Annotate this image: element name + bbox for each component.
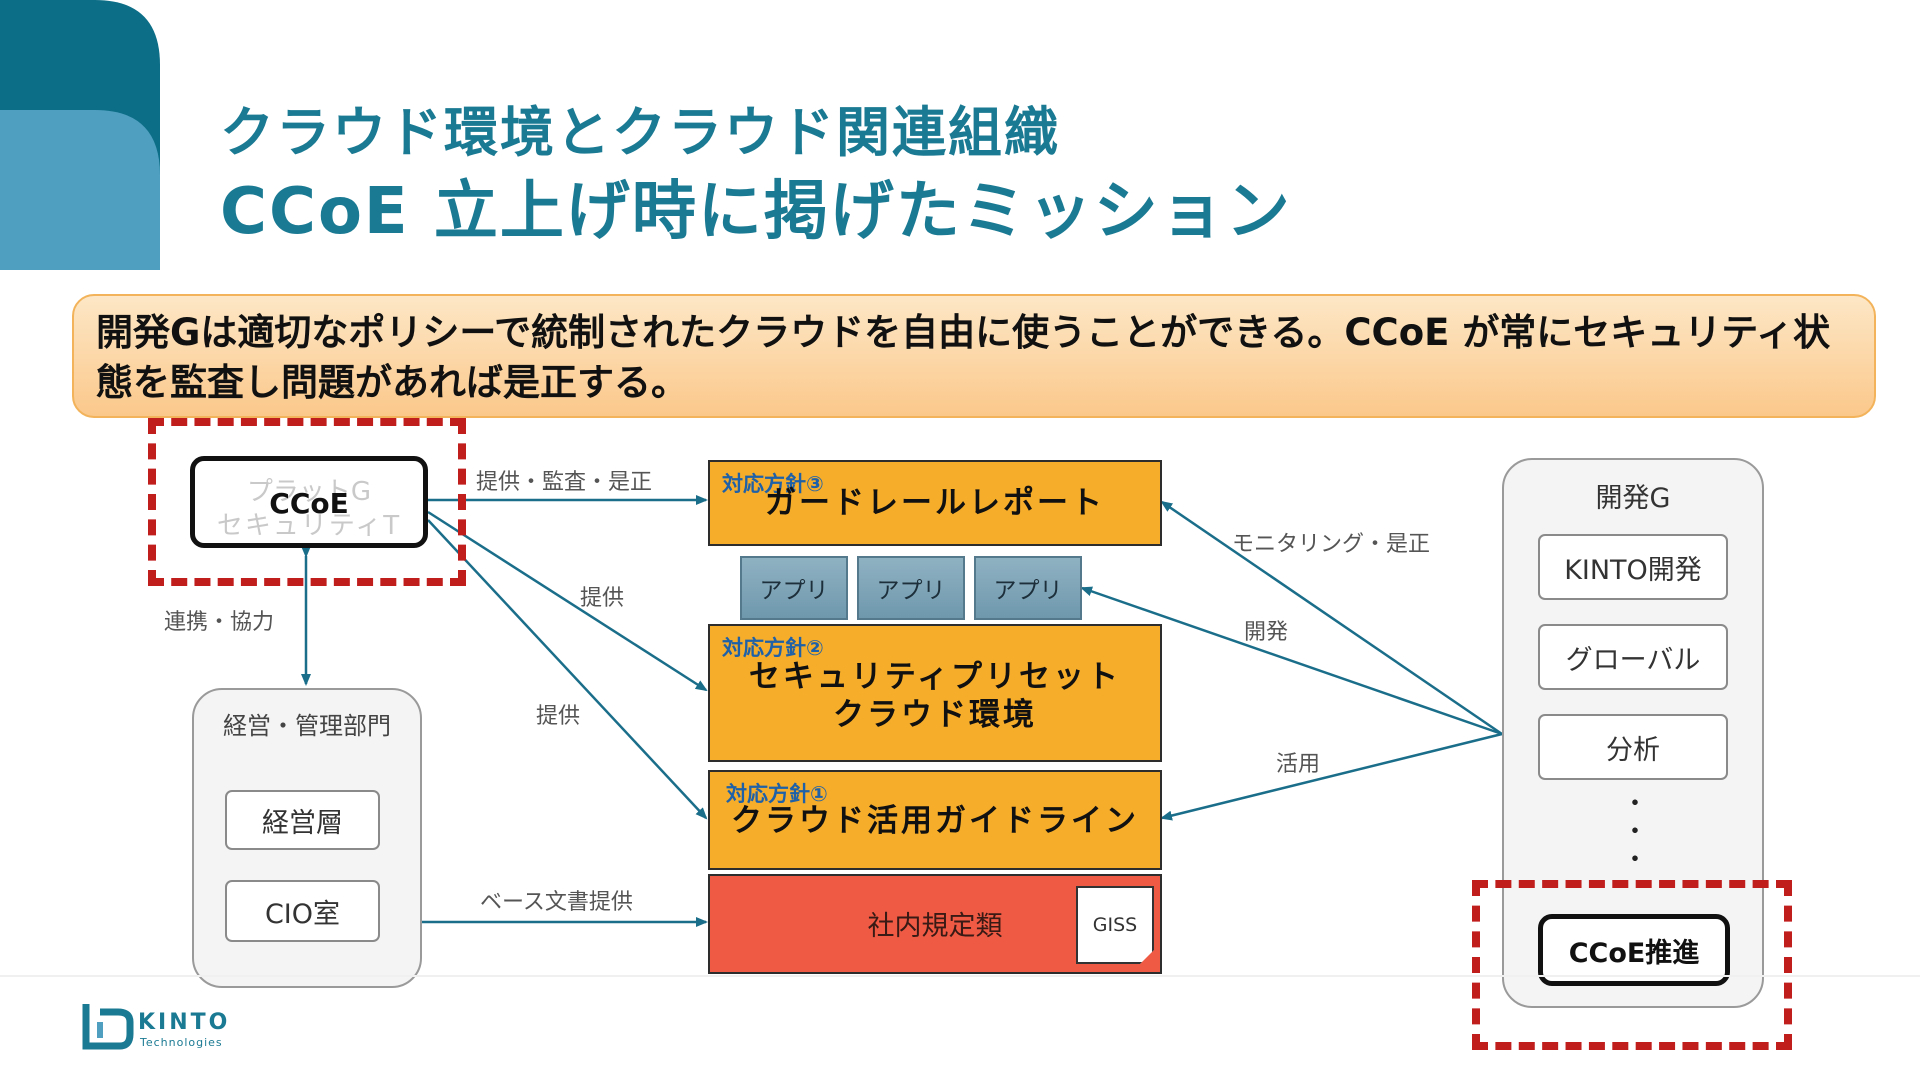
policy-tag-2: 対応方針② (722, 636, 824, 660)
dev-title: 開発G (1595, 483, 1671, 514)
ccoe-faded-line2: セキュリティT (216, 511, 402, 541)
management-title: 経営・管理部門 (223, 712, 391, 740)
app-box-1: アプリ (740, 556, 848, 620)
arrow-ccoe-to-preset (427, 510, 708, 692)
policy-tag-1: 対応方針① (726, 782, 828, 806)
ccoe-promotion-box: CCoE推進 (1538, 914, 1730, 986)
logo-name: KINTO (138, 1010, 231, 1035)
corner-decoration (0, 0, 160, 270)
arrow-dev-to-guideline (1160, 732, 1503, 821)
policy-name-guideline: クラウド活用ガイドライン (731, 803, 1139, 839)
dev-ellipsis: ・ ・ ・ (1621, 789, 1648, 875)
ccoe-faded-line1: プラットG (246, 477, 372, 507)
kinto-logo-icon (82, 1004, 134, 1050)
policy-name-preset-line2: クラウド環境 (833, 697, 1037, 733)
footer-divider (0, 975, 1920, 977)
policy-cloud-guideline: 対応方針① クラウド活用ガイドライン (708, 770, 1162, 870)
ccoe-box: プラットG セキュリティT CCoE (190, 456, 428, 548)
label-provide-1: 提供 (580, 586, 625, 611)
arrow-ccoe-to-guideline (427, 519, 708, 820)
giss-document-icon: GISS (1076, 886, 1154, 964)
label-monitoring: モニタリング・是正 (1232, 532, 1431, 557)
label-utilize: 活用 (1276, 752, 1321, 777)
arrow-dev-to-apps (1080, 586, 1503, 736)
giss-label: GISS (1092, 914, 1138, 936)
page-title-line1: クラウド環境とクラウド関連組織 (220, 101, 1060, 164)
dev-item-kinto: KINTO開発 (1538, 534, 1728, 600)
arrow-dev-to-guardrail (1160, 500, 1503, 736)
label-base-documents: ベース文書提供 (480, 890, 633, 915)
policy-tag-3: 対応方針③ (722, 472, 824, 496)
policy-security-preset: 対応方針② セキュリティプリセット クラウド環境 (708, 624, 1162, 762)
policy-name-guardrail: ガードレールレポート (765, 485, 1105, 521)
page-title-line2: CCoE 立上げ時に掲げたミッション (220, 175, 1292, 249)
label-provide-audit: 提供・監査・是正 (476, 470, 653, 495)
management-item-cio: CIO室 (225, 880, 380, 942)
ccoe-promotion-highlight-frame (1472, 880, 1792, 1050)
regulations-box: 社内規定類 GISS (708, 874, 1162, 974)
dev-item-global: グローバル (1538, 624, 1728, 690)
dev-item-analysis: 分析 (1538, 714, 1728, 780)
app-box-2: アプリ (857, 556, 965, 620)
regulations-label: 社内規定類 (867, 911, 1003, 942)
mission-statement: 開発Gは適切なポリシーで統制されたクラウドを自由に使うことができる。CCoE が… (72, 294, 1876, 418)
app-box-3: アプリ (974, 556, 1082, 620)
ccoe-label: CCoE (269, 487, 349, 520)
label-collaboration: 連携・協力 (164, 610, 275, 635)
logo-subtitle: Technologies (140, 1036, 223, 1049)
label-provide-2: 提供 (536, 704, 581, 729)
policy-guardrail-report: 対応方針③ ガードレールレポート (708, 460, 1162, 546)
ccoe-highlight-frame (148, 418, 466, 586)
label-develop: 開発 (1244, 620, 1289, 645)
policy-name-preset-line1: セキュリティプリセット (748, 659, 1122, 695)
management-item-executive: 経営層 (225, 790, 380, 850)
